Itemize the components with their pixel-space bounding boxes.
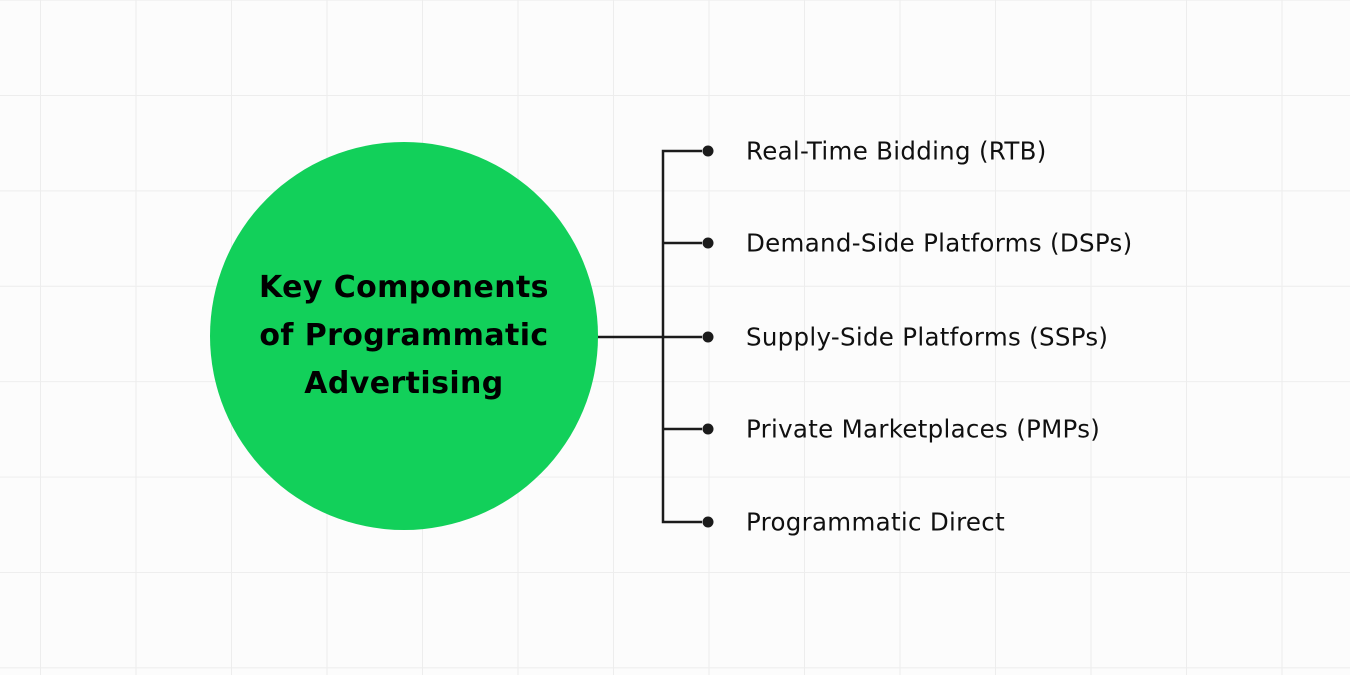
branch-dot-1 [702,145,714,157]
center-title-line: Key Components [259,270,549,305]
center-topic-circle: Key Components of Programmatic Advertisi… [210,142,598,530]
branch-label-pmp: Private Marketplaces (PMPs) [746,414,1101,444]
branch-dot-2 [702,237,714,249]
branch-label-dsp: Demand-Side Platforms (DSPs) [746,228,1133,258]
branch-dot-5 [702,516,714,528]
branch-label-ssp: Supply-Side Platforms (SSPs) [746,322,1109,352]
center-title-line: Advertising [304,366,504,401]
branch-dot-4 [702,423,714,435]
center-title-line: of Programmatic [259,318,549,353]
branch-label-programmatic-direct: Programmatic Direct [746,507,1005,537]
branch-label-rtb: Real-Time Bidding (RTB) [746,136,1047,166]
branch-dot-3 [702,331,714,343]
